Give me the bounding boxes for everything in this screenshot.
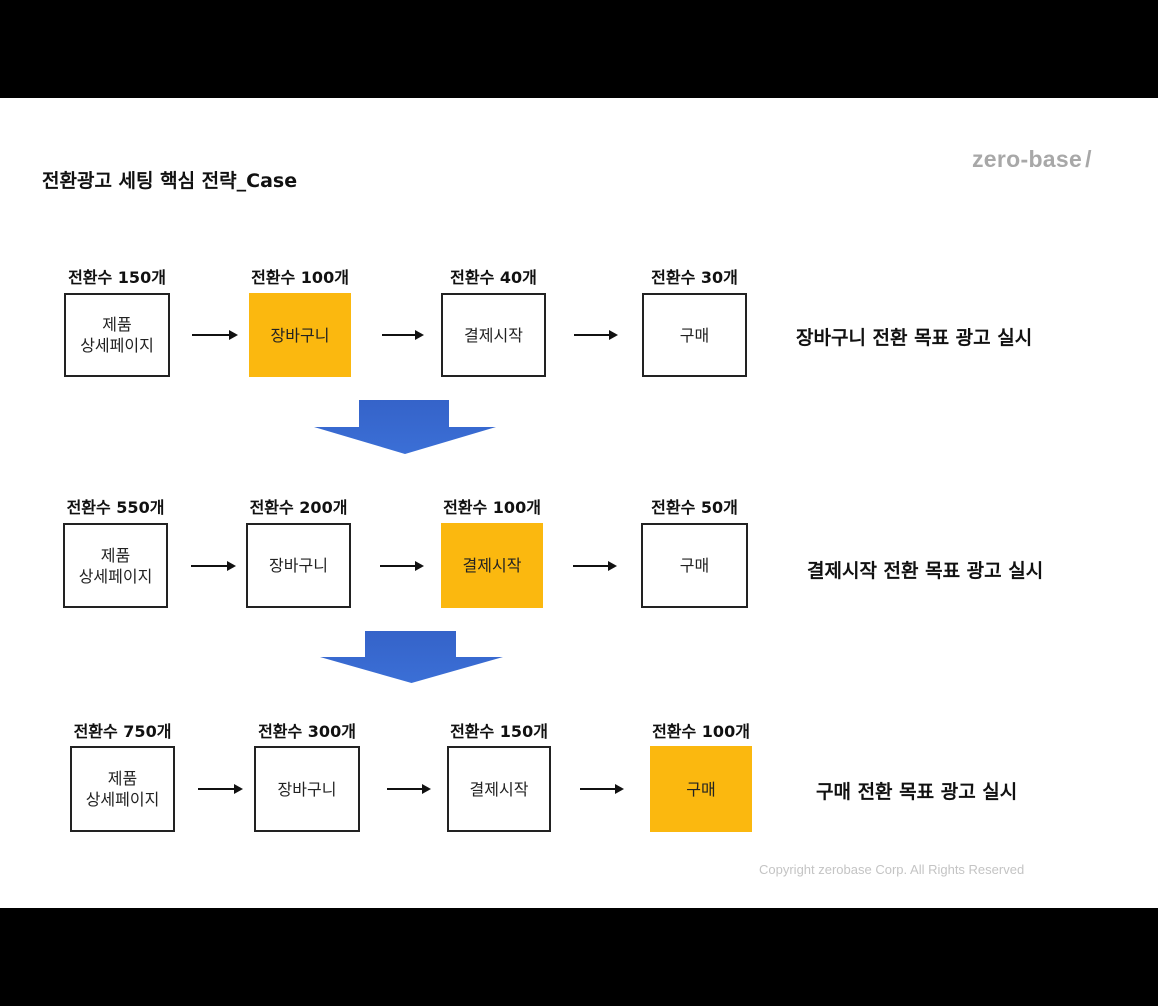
copyright-notice: Copyright zerobase Corp. All Rights Rese… bbox=[759, 862, 1025, 877]
step-count: 전환수 100개 bbox=[251, 268, 349, 287]
step-count: 전환수 750개 bbox=[73, 722, 172, 741]
slide: 전환광고 세팅 핵심 전략_Case zero-base/ Copyright … bbox=[0, 98, 1158, 908]
step-box: 제품 상세페이지 bbox=[70, 746, 175, 832]
step-box: 제품 상세페이지 bbox=[64, 293, 170, 377]
step-label: 결제시작 bbox=[469, 779, 529, 799]
step-box: 구매 bbox=[642, 293, 747, 377]
right-arrow-icon bbox=[192, 330, 238, 340]
step-label: 결제시작 bbox=[464, 325, 523, 345]
right-arrow-icon bbox=[387, 784, 431, 794]
step-count: 전환수 30개 bbox=[651, 268, 738, 287]
step-label: 구매 bbox=[686, 779, 716, 799]
step-count: 전환수 40개 bbox=[450, 268, 537, 287]
case-goal-text: 구매 전환 목표 광고 실시 bbox=[816, 781, 1018, 803]
step-box: 장바구니 bbox=[246, 523, 351, 608]
zero-base-logo: zero-base/ bbox=[972, 146, 1092, 173]
right-arrow-icon bbox=[198, 784, 243, 794]
step-box: 구매 bbox=[641, 523, 748, 608]
step-label: 구매 bbox=[679, 325, 710, 345]
step-label: 제품 상세페이지 bbox=[85, 769, 160, 809]
step-count: 전환수 100개 bbox=[652, 722, 750, 741]
step-count: 전환수 150개 bbox=[68, 268, 166, 287]
step-box: 장바구니 bbox=[254, 746, 360, 832]
step-count: 전환수 50개 bbox=[651, 498, 738, 517]
step-box: 결제시작 bbox=[447, 746, 551, 832]
step-count: 전환수 550개 bbox=[66, 498, 165, 517]
step-label: 결제시작 bbox=[462, 556, 522, 575]
logo-slash: / bbox=[1085, 146, 1092, 172]
right-arrow-icon bbox=[580, 784, 624, 794]
step-count: 전환수 200개 bbox=[249, 498, 348, 517]
step-count: 전환수 100개 bbox=[443, 498, 541, 517]
step-label: 제품 상세페이지 bbox=[80, 315, 154, 355]
step-box-highlighted: 구매 bbox=[650, 746, 752, 832]
step-count: 전환수 300개 bbox=[258, 722, 356, 741]
step-label: 장바구니 bbox=[269, 556, 328, 575]
step-box: 결제시작 bbox=[441, 293, 546, 377]
down-arrow-icon bbox=[320, 631, 503, 683]
right-arrow-icon bbox=[573, 560, 617, 571]
step-label: 장바구니 bbox=[270, 325, 330, 345]
case-goal-text: 장바구니 전환 목표 광고 실시 bbox=[796, 327, 1033, 349]
logo-text: zero-base bbox=[972, 146, 1083, 172]
right-arrow-icon bbox=[191, 560, 236, 571]
step-box-highlighted: 결제시작 bbox=[441, 523, 543, 608]
down-arrow-icon bbox=[314, 400, 496, 454]
step-box: 제품 상세페이지 bbox=[63, 523, 168, 608]
case-goal-text: 결제시작 전환 목표 광고 실시 bbox=[807, 560, 1044, 582]
slide-title: 전환광고 세팅 핵심 전략_Case bbox=[42, 170, 298, 192]
right-arrow-icon bbox=[382, 330, 424, 340]
right-arrow-icon bbox=[574, 330, 618, 340]
step-count: 전환수 150개 bbox=[450, 722, 548, 741]
step-label: 제품 상세페이지 bbox=[78, 545, 153, 586]
step-label: 장바구니 bbox=[277, 779, 337, 799]
step-label: 구매 bbox=[679, 556, 710, 575]
right-arrow-icon bbox=[380, 560, 424, 571]
step-box-highlighted: 장바구니 bbox=[249, 293, 351, 377]
